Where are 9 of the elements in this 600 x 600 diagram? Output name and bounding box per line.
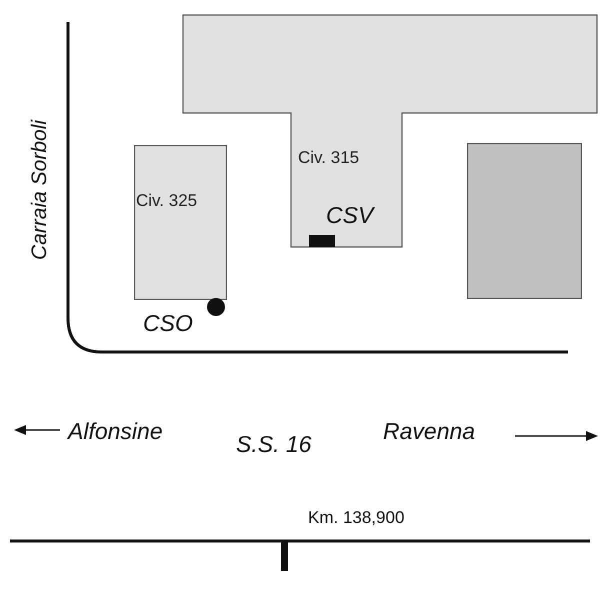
marker-label: CSV	[326, 202, 374, 229]
kilometre-label: Km. 138,900	[308, 508, 404, 528]
town-name: Ravenna	[383, 418, 476, 445]
road-name: S.S. 16	[236, 431, 312, 458]
building-number: Civ. 315	[298, 148, 360, 168]
town-name: Alfonsine	[68, 418, 163, 445]
marker-label: CSO	[143, 310, 193, 337]
building-number: Civ. 325	[136, 191, 198, 211]
street-name: Carraia Sorboli	[28, 120, 52, 260]
